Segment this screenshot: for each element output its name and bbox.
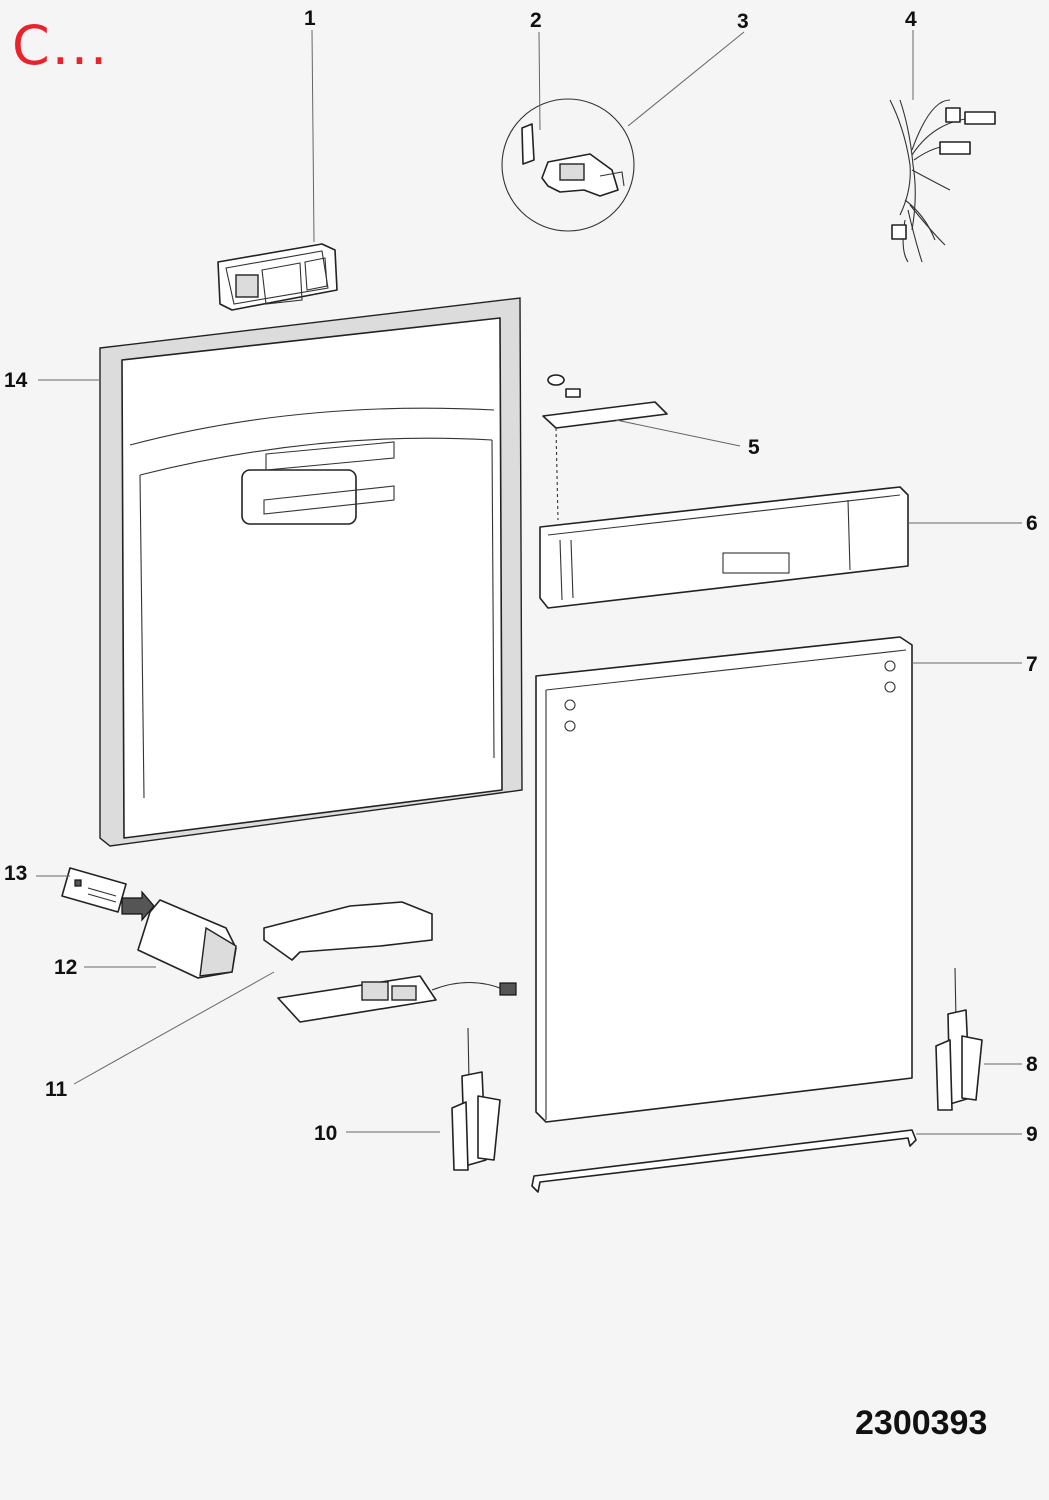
part-rating-label	[61, 867, 127, 913]
callout-12: 12	[54, 956, 77, 979]
part-hinge-right	[935, 967, 983, 1111]
part-control-board	[277, 975, 517, 1023]
callout-13: 13	[4, 862, 27, 885]
corner-label: C...	[12, 14, 110, 77]
part-key-bracket	[542, 374, 668, 521]
part-control-panel	[539, 486, 909, 609]
callout-8: 8	[1026, 1053, 1038, 1076]
part-hinge-left	[451, 1027, 501, 1171]
part-inner-door	[99, 297, 523, 847]
callout-7: 7	[1026, 653, 1038, 676]
part-board-cover	[263, 901, 433, 961]
part-outer-door-panel	[535, 636, 913, 1123]
callout-numbers: 1 2 3 4 5 6 7 8 9 10 11 12 13 14	[4, 7, 1038, 1146]
callout-6: 6	[1026, 512, 1038, 535]
callout-1: 1	[304, 7, 316, 30]
leader-lines	[36, 29, 1022, 1135]
callout-5: 5	[748, 436, 760, 459]
callout-9: 9	[1026, 1123, 1038, 1146]
part-wiring-harness	[889, 99, 996, 263]
callout-11: 11	[45, 1078, 68, 1101]
callout-3: 3	[737, 10, 749, 33]
callout-2: 2	[530, 9, 542, 32]
callout-14: 14	[4, 369, 28, 392]
callout-10: 10	[314, 1122, 337, 1145]
part-detergent-dispenser	[217, 243, 338, 311]
part-door-lock	[501, 98, 635, 232]
part-door-rod	[531, 1129, 917, 1193]
part-electronic-module	[121, 890, 237, 979]
diagram-code: 2300393	[855, 1404, 988, 1442]
callout-4: 4	[905, 8, 917, 31]
